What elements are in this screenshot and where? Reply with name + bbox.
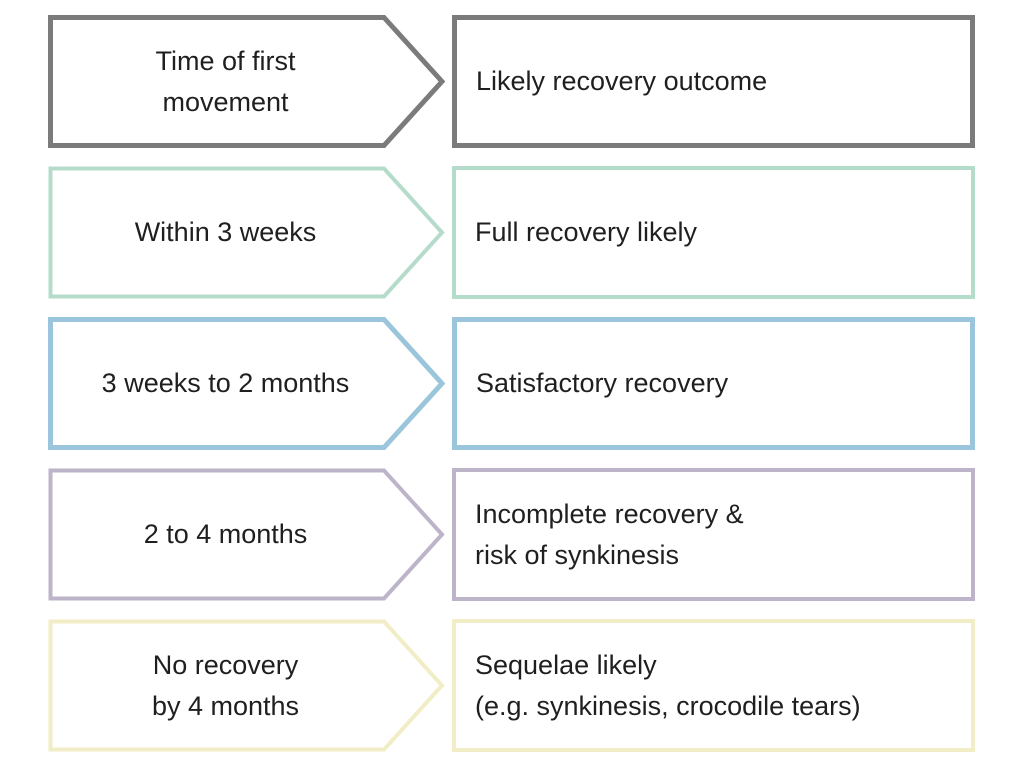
diagram-row-2-to-4-months: 2 to 4 months Incomplete recovery & risk… [48,468,1024,601]
arrow-shape [48,317,445,450]
timing-label: 3 weeks to 2 months [101,368,350,399]
timing-arrow: No recovery by 4 months [48,619,445,752]
arrow-outline [48,15,445,148]
diagram-row-within-3-weeks: Within 3 weeks Full recovery likely [48,166,1024,299]
outcome-box: Full recovery likely [452,166,975,299]
header-outcome-box: Likely recovery outcome [452,15,975,148]
arrow-shape [48,468,445,601]
header-outcome-label: Likely recovery outcome [476,66,768,97]
outcome-box: Incomplete recovery & risk of synkinesis [452,468,975,601]
diagram-row-no-recovery-by-4-months: No recovery by 4 months Sequelae likely … [48,619,1024,752]
arrow-shape [48,166,445,299]
outcome-box: Sequelae likely (e.g. synkinesis, crocod… [452,619,975,752]
diagram-row-header: Time of first movement Likely recovery o… [48,15,1024,148]
outcome-box: Satisfactory recovery [452,317,975,450]
outcome-label: Sequelae likely (e.g. synkinesis, crocod… [475,650,861,721]
timing-arrow: 3 weeks to 2 months [48,317,445,450]
header-timing-label: Time of first movement [155,46,296,117]
arrow-outline [48,468,445,601]
timing-label: Within 3 weeks [134,217,317,248]
diagram-row-3-weeks-to-2-months: 3 weeks to 2 months Satisfactory recover… [48,317,1024,450]
arrow-shape [48,619,445,752]
timing-label: 2 to 4 months [143,519,308,550]
arrow-outline [48,317,445,450]
arrow-outline [48,166,445,299]
timing-arrow: Within 3 weeks [48,166,445,299]
arrow-outline [48,619,445,752]
outcome-label: Incomplete recovery & risk of synkinesis [475,499,744,570]
arrow-shape [48,15,445,148]
outcome-label: Full recovery likely [475,217,698,248]
header-timing-arrow: Time of first movement [48,15,445,148]
timing-label: No recovery by 4 months [151,650,300,721]
outcome-label: Satisfactory recovery [476,368,729,399]
timing-arrow: 2 to 4 months [48,468,445,601]
